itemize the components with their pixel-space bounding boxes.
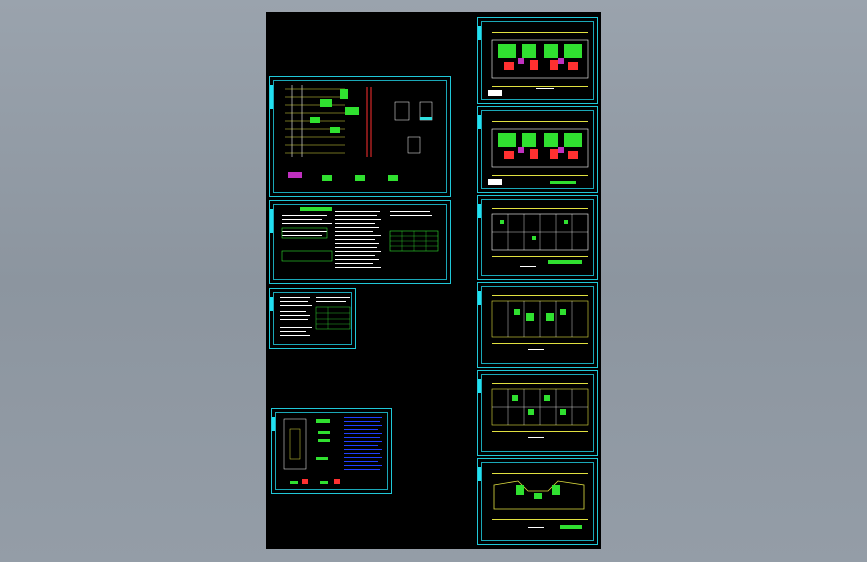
sheet-plan-3[interactable] [477, 195, 598, 280]
sheet-site-plan[interactable] [271, 408, 392, 494]
riser-diagram-graphic [285, 85, 433, 181]
sheet-plan-1[interactable] [477, 17, 598, 104]
sheet-design-notes-1[interactable] [269, 200, 451, 284]
sheet-plan-5[interactable] [477, 370, 598, 456]
plan-4-graphic [491, 295, 589, 350]
sheet-plan-6[interactable] [477, 458, 598, 545]
site-plan-graphic [283, 417, 382, 484]
notes-graphic-2 [280, 297, 351, 336]
plan-2-graphic [488, 121, 589, 185]
sheet-design-notes-2[interactable] [269, 288, 356, 349]
plan-5-graphic [491, 383, 589, 438]
sheet-system-diagram[interactable] [269, 76, 451, 197]
sheet-plan-4[interactable] [477, 282, 598, 368]
plan-6-graphic [492, 473, 588, 529]
plan-3-graphic [491, 208, 589, 267]
notes-graphic [281, 207, 439, 268]
plan-1-graphic [488, 32, 589, 96]
drawing-canvas[interactable] [266, 12, 601, 549]
sheet-plan-2[interactable] [477, 106, 598, 193]
